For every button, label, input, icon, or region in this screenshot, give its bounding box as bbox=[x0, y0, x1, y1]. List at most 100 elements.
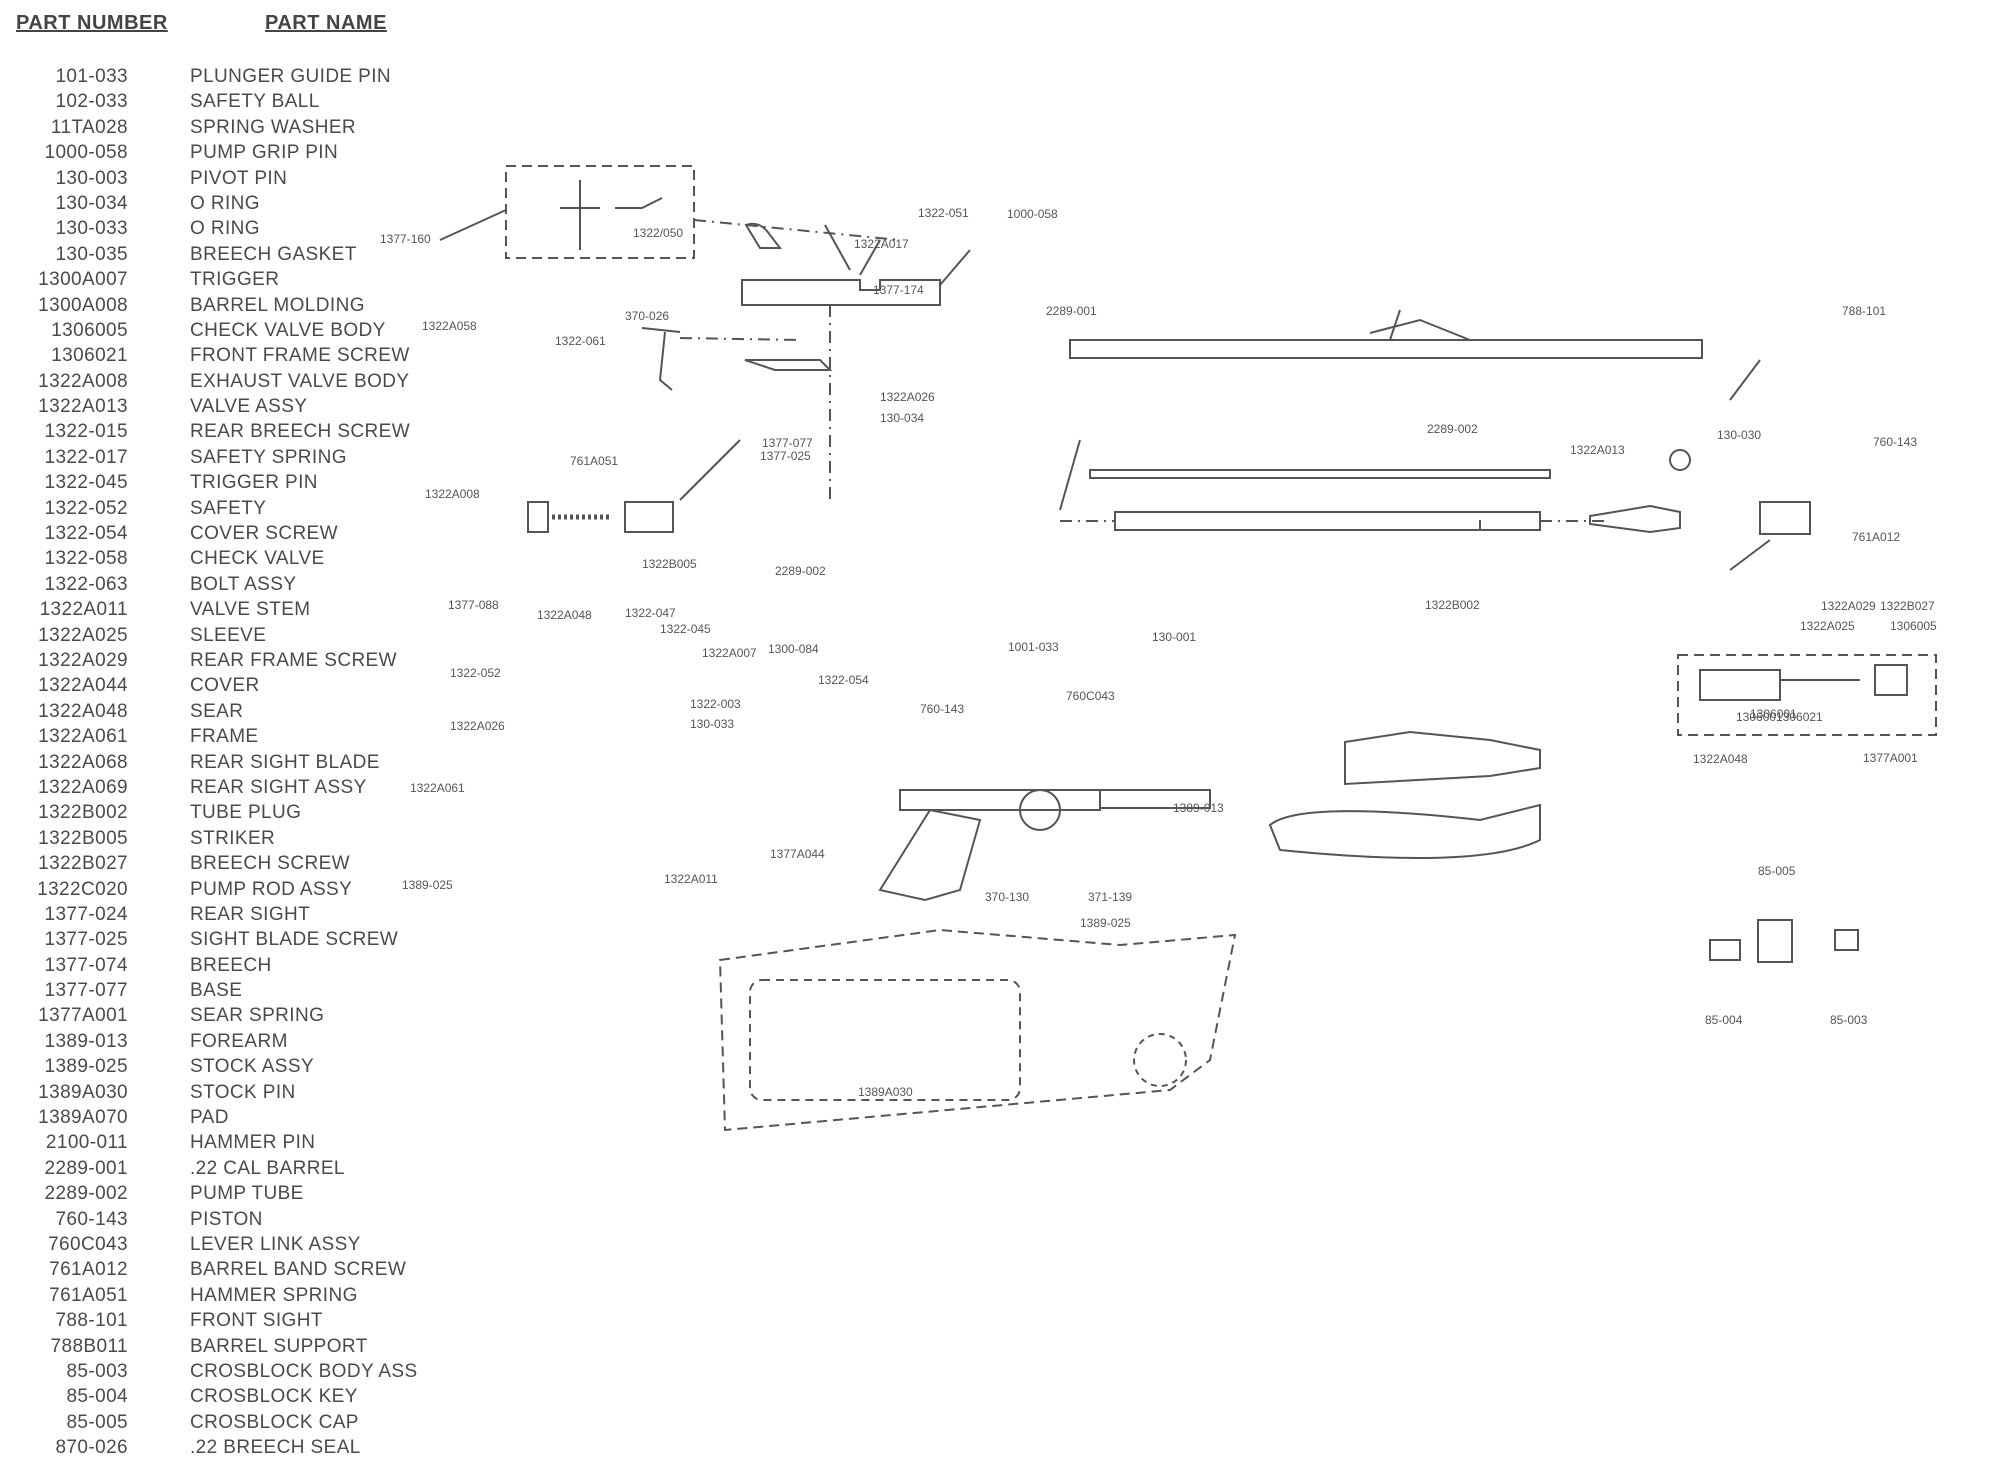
part-name: PISTON bbox=[190, 1208, 263, 1230]
part-name: BARREL MOLDING bbox=[190, 294, 365, 316]
part-name: VALVE STEM bbox=[190, 599, 311, 621]
part-number: 788B011 bbox=[50, 1335, 128, 1357]
callout-label: 1322A025 bbox=[1800, 619, 1855, 633]
part-number: 1322C020 bbox=[37, 878, 128, 900]
callout-label: 1377-160 bbox=[380, 232, 431, 246]
part-number: 1377-077 bbox=[44, 980, 128, 1002]
callout-label: 2289-001 bbox=[1046, 304, 1097, 318]
callout-label: 130-001 bbox=[1152, 630, 1196, 644]
part-name: SAFETY BALL bbox=[190, 91, 320, 113]
part-number: 1322A029 bbox=[38, 649, 128, 671]
part-number: 85-003 bbox=[66, 1360, 128, 1382]
trigger-group-outline bbox=[505, 165, 695, 259]
part-name: BASE bbox=[190, 980, 243, 1002]
callout-label: 1306005 bbox=[1890, 619, 1937, 633]
callout-label: 1377-077 bbox=[762, 436, 813, 450]
part-number: 1377A001 bbox=[38, 1005, 128, 1027]
part-number: 1389A030 bbox=[38, 1081, 128, 1103]
valve-body-part bbox=[1759, 501, 1811, 535]
callout-label: 1377-088 bbox=[448, 598, 499, 612]
part-name: REAR SIGHT ASSY bbox=[190, 776, 367, 798]
callout-label: 1306001 bbox=[1736, 710, 1783, 724]
part-name: REAR SIGHT BLADE bbox=[190, 751, 380, 773]
part-name: REAR SIGHT bbox=[190, 903, 311, 925]
parts-list-item: 130-033 O RING bbox=[0, 216, 440, 241]
part-number: 130-003 bbox=[55, 167, 128, 189]
part-name: O RING bbox=[190, 218, 260, 240]
callout-label: 1322A013 bbox=[1570, 443, 1625, 457]
part-number: 1322-015 bbox=[44, 421, 128, 443]
part-name: BREECH bbox=[190, 954, 272, 976]
part-name: COVER SCREW bbox=[190, 523, 338, 545]
parts-list-item: 1322-058 CHECK VALVE bbox=[0, 546, 440, 571]
breech-part bbox=[741, 279, 941, 306]
part-number: 2100-011 bbox=[45, 1132, 128, 1154]
callout-label: 760C043 bbox=[1066, 689, 1115, 703]
crossblock-key bbox=[1709, 939, 1741, 961]
part-number: 1389-013 bbox=[44, 1030, 128, 1052]
part-number: 130-033 bbox=[55, 218, 128, 240]
part-name: SPRING WASHER bbox=[190, 116, 357, 138]
part-number: 102-033 bbox=[55, 91, 128, 113]
callout-label: 1322A029 bbox=[1821, 599, 1876, 613]
callout-label: 760-143 bbox=[920, 702, 964, 716]
part-name: HAMMER SPRING bbox=[190, 1284, 358, 1306]
parts-list-item: 2289-001.22 CAL BARREL bbox=[0, 1156, 440, 1181]
crossblock-cap bbox=[1834, 929, 1859, 951]
part-name: .22 BREECH SEAL bbox=[190, 1437, 361, 1459]
callout-label: 85-003 bbox=[1830, 1013, 1868, 1027]
part-number: 2289-001 bbox=[44, 1157, 128, 1179]
part-name: FOREARM bbox=[190, 1030, 288, 1052]
callout-labels: 1377-1601322-0511322A0581322/0501000-058… bbox=[380, 206, 1937, 1099]
callout-label: 2289-002 bbox=[1427, 422, 1478, 436]
part-number: 1377-025 bbox=[44, 929, 128, 951]
part-name: PUMP ROD ASSY bbox=[190, 878, 353, 900]
callout-label: 1377A001 bbox=[1863, 751, 1918, 765]
callout-label: 130-030 bbox=[1717, 428, 1761, 442]
callout-label: 1300-084 bbox=[768, 642, 819, 656]
part-number: 1322-045 bbox=[44, 472, 128, 494]
callout-label: 1322A026 bbox=[880, 390, 935, 404]
part-name: BREECH SCREW bbox=[190, 853, 350, 875]
callout-label: 1322A008 bbox=[425, 487, 480, 501]
part-number: 1377-074 bbox=[44, 954, 128, 976]
part-name: BARREL BAND SCREW bbox=[190, 1259, 407, 1281]
callout-label: 1001-033 bbox=[1008, 640, 1059, 654]
part-number: 1322-058 bbox=[44, 548, 128, 570]
part-number-header: PART NUMBER bbox=[16, 12, 168, 34]
part-name: LEVER LINK ASSY bbox=[190, 1233, 361, 1255]
part-number: 788-101 bbox=[55, 1310, 128, 1332]
frame-part bbox=[899, 789, 1101, 811]
part-number: 1322B027 bbox=[38, 853, 128, 875]
callout-label: 761A012 bbox=[1852, 530, 1900, 544]
part-name: STOCK ASSY bbox=[190, 1056, 315, 1078]
part-name: CHECK VALVE bbox=[190, 548, 325, 570]
trigger-part bbox=[641, 327, 681, 391]
part-name: BOLT ASSY bbox=[190, 573, 297, 595]
callout-label: 1322A017 bbox=[854, 237, 909, 251]
part-name: PUMP GRIP PIN bbox=[190, 142, 339, 164]
part-name: CROSBLOCK CAP bbox=[190, 1411, 359, 1433]
forearm-part bbox=[1268, 803, 1541, 859]
part-number: 1377-024 bbox=[44, 903, 128, 925]
parts-list-item: 1389-013 FOREARM bbox=[0, 1029, 440, 1054]
base-part bbox=[744, 359, 833, 371]
part-number: 761A051 bbox=[49, 1284, 128, 1306]
part-number: 1300A008 bbox=[38, 294, 128, 316]
part-number: 1306005 bbox=[51, 319, 128, 341]
part-name: PAD bbox=[190, 1107, 229, 1129]
pump-tube-thin bbox=[1089, 469, 1551, 479]
